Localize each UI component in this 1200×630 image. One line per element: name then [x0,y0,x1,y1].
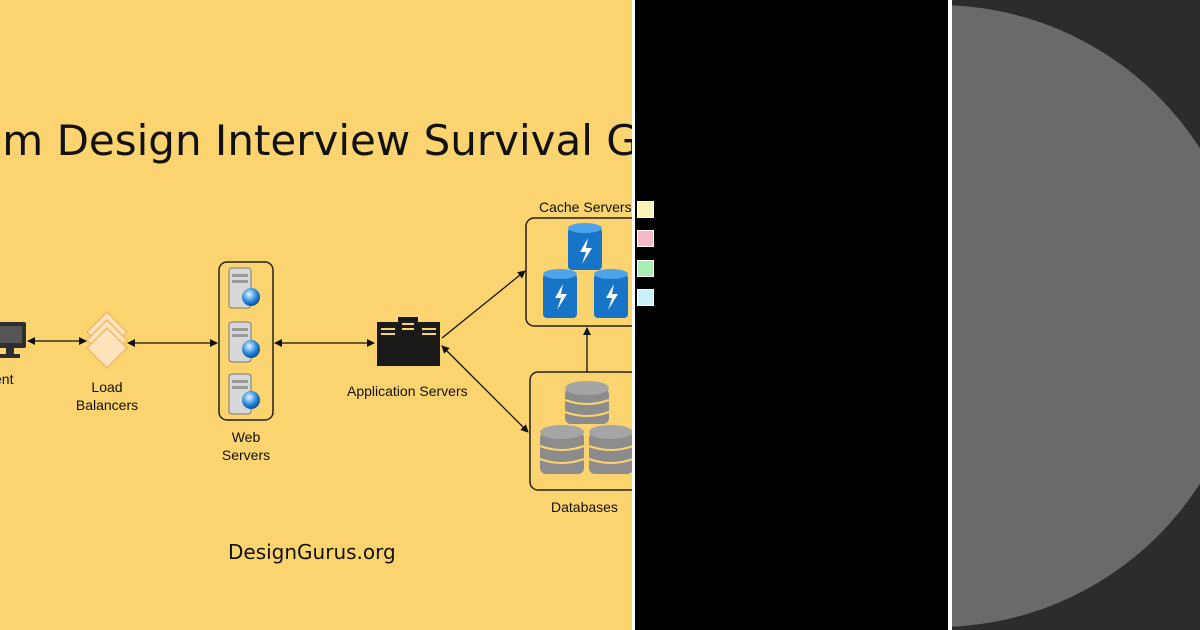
legend-swatch-green [637,260,654,277]
diagram-title: tem Design Interview Survival G [0,116,632,165]
half-circle-shape [952,5,1200,627]
databases-group [529,371,632,491]
application-servers-label: Application Servers [347,383,468,399]
application-servers-icon [377,317,440,366]
architecture-diagram [0,217,632,491]
web-servers-label: Web Servers [221,429,271,463]
web-server-icon [228,373,260,415]
app-cache-connector [441,270,526,339]
client-label: ent [0,371,14,387]
databases-label: Databases [551,499,618,515]
load-balancer-icon [85,310,129,370]
database-icon [588,425,632,474]
dark-panel [635,0,948,630]
cache-servers-label: Cache Servers [539,199,632,215]
web-server-icon [228,321,260,363]
site-credit: DesignGurus.org [228,540,396,564]
diagram-image-panel: tem Design Interview Survival G [0,0,632,630]
web-servers-group [218,261,274,421]
legend-swatch-yellow [637,201,654,218]
legend-swatch-cyan [637,289,654,306]
gray-panel [952,0,1200,630]
database-icon [539,425,585,474]
cache-server-icon [568,223,602,270]
legend-swatch-pink [637,230,654,247]
cache-server-icon [594,269,628,318]
cache-servers-group [525,217,632,327]
panel-divider [948,0,952,630]
app-db-connector [441,345,529,433]
web-server-icon [228,267,260,309]
client-monitor-icon [0,322,26,358]
panel-divider [632,0,635,630]
load-balancers-label: Load Balancers [75,379,139,413]
database-icon [564,381,610,424]
cache-server-icon [543,269,577,318]
